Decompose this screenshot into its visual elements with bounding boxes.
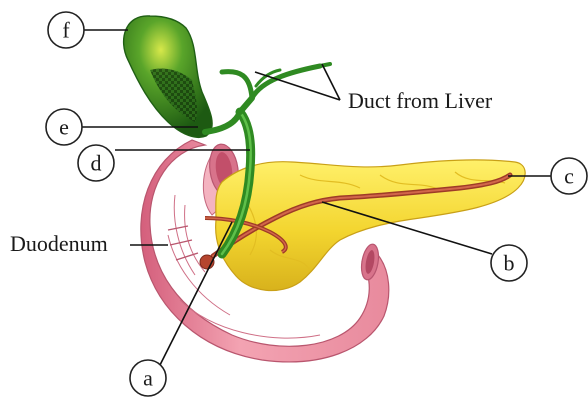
gallbladder-organ xyxy=(124,16,213,137)
callout-b-letter: b xyxy=(504,251,515,276)
callout-b: b xyxy=(491,245,527,281)
callout-c-letter: c xyxy=(564,164,574,189)
callout-d: d xyxy=(78,145,114,181)
callout-a: a xyxy=(130,360,166,396)
label-duct-from-liver: Duct from Liver xyxy=(348,88,493,113)
callout-c: c xyxy=(551,158,587,194)
callout-e-letter: e xyxy=(59,115,69,140)
callout-f-letter: f xyxy=(62,18,70,43)
label-duodenum: Duodenum xyxy=(10,231,108,256)
callout-d-letter: d xyxy=(91,151,102,176)
callout-f: f xyxy=(48,12,84,48)
callout-e: e xyxy=(46,109,82,145)
callout-a-letter: a xyxy=(143,366,153,391)
